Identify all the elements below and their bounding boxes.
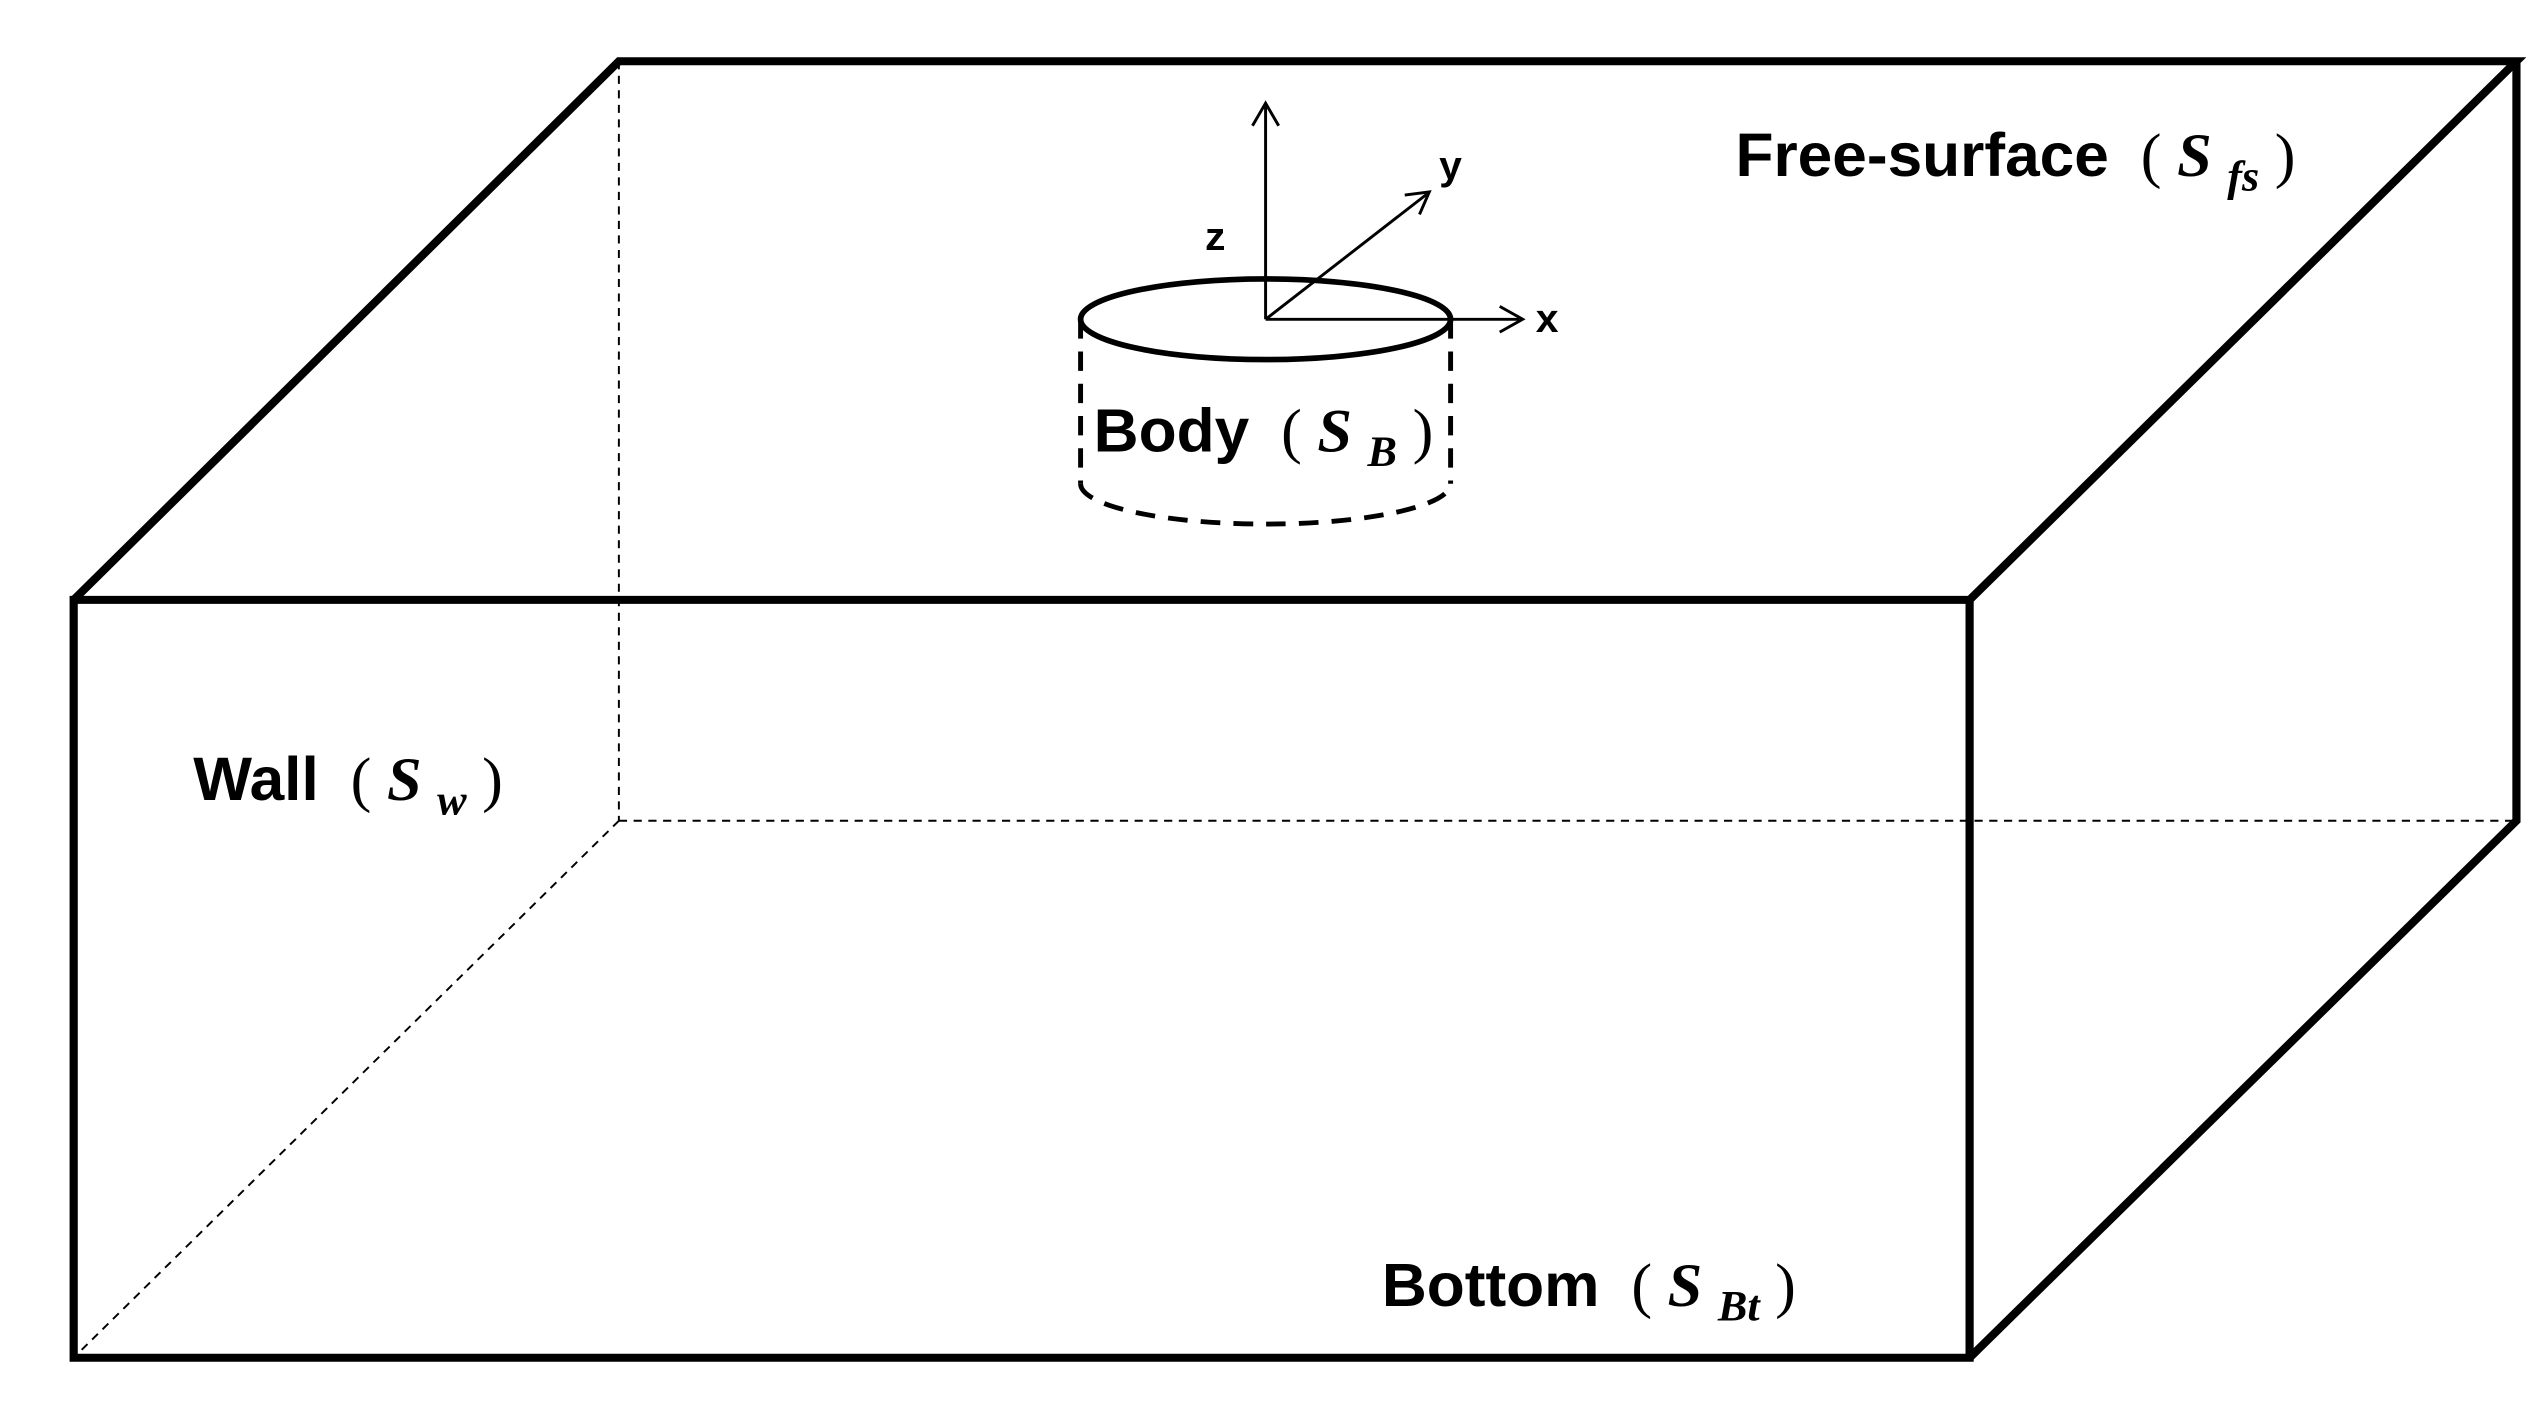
top-face-outline: [70, 57, 2527, 603]
body-close-paren: ): [1413, 398, 1434, 465]
body-word: Body: [1094, 397, 1250, 465]
front-face: [69, 595, 1974, 1362]
body-symbol: S: [1317, 398, 1352, 465]
bottom-subscript: Bt: [1717, 1283, 1762, 1331]
y-axis-arrowhead: [1404, 190, 1432, 216]
x-axis-arrowhead: [1498, 305, 1526, 334]
y-axis-label: y: [1439, 142, 1462, 188]
bottom-symbol: S: [1668, 1253, 1703, 1320]
free-surface-close-paren: ): [2275, 122, 2296, 189]
hidden-edge-left-bottom-diagonal: [72, 820, 620, 1359]
bottom-word: Bottom: [1382, 1252, 1600, 1320]
x-axis-label: x: [1536, 295, 1559, 341]
body-open-paren: (: [1281, 398, 1302, 465]
wall-close-paren: ): [482, 746, 503, 813]
bottom-open-paren: (: [1631, 1253, 1652, 1320]
y-axis-line: [1264, 192, 1429, 321]
wall-label: Wall ( S w ): [193, 745, 503, 828]
right-face-outline: [1966, 61, 2521, 1361]
wall-subscript: w: [437, 777, 467, 825]
wall-symbol: S: [387, 746, 422, 813]
bottom-label: Bottom ( S Bt ): [1382, 1252, 1796, 1335]
free-surface-label: Free-surface ( S fs ): [1735, 121, 2295, 204]
free-surface-subscript: fs: [2227, 153, 2259, 201]
free-surface-word: Free-surface: [1735, 121, 2108, 189]
body-subscript: B: [1367, 428, 1397, 476]
body-label: Body ( S B ): [1094, 397, 1434, 480]
coordinate-axes: [1251, 100, 1526, 334]
bottom-close-paren: ): [1775, 1253, 1796, 1320]
wall-open-paren: (: [351, 746, 372, 813]
hidden-edges: [72, 61, 2517, 1359]
body-bottom-arc: [1078, 483, 1454, 527]
box-edges: [69, 57, 2527, 1362]
free-surface-open-paren: (: [2141, 122, 2162, 189]
z-axis-label: z: [1205, 213, 1225, 259]
z-axis-arrowhead: [1251, 100, 1280, 127]
wall-word: Wall: [193, 745, 319, 813]
free-surface-symbol: S: [2177, 122, 2212, 189]
